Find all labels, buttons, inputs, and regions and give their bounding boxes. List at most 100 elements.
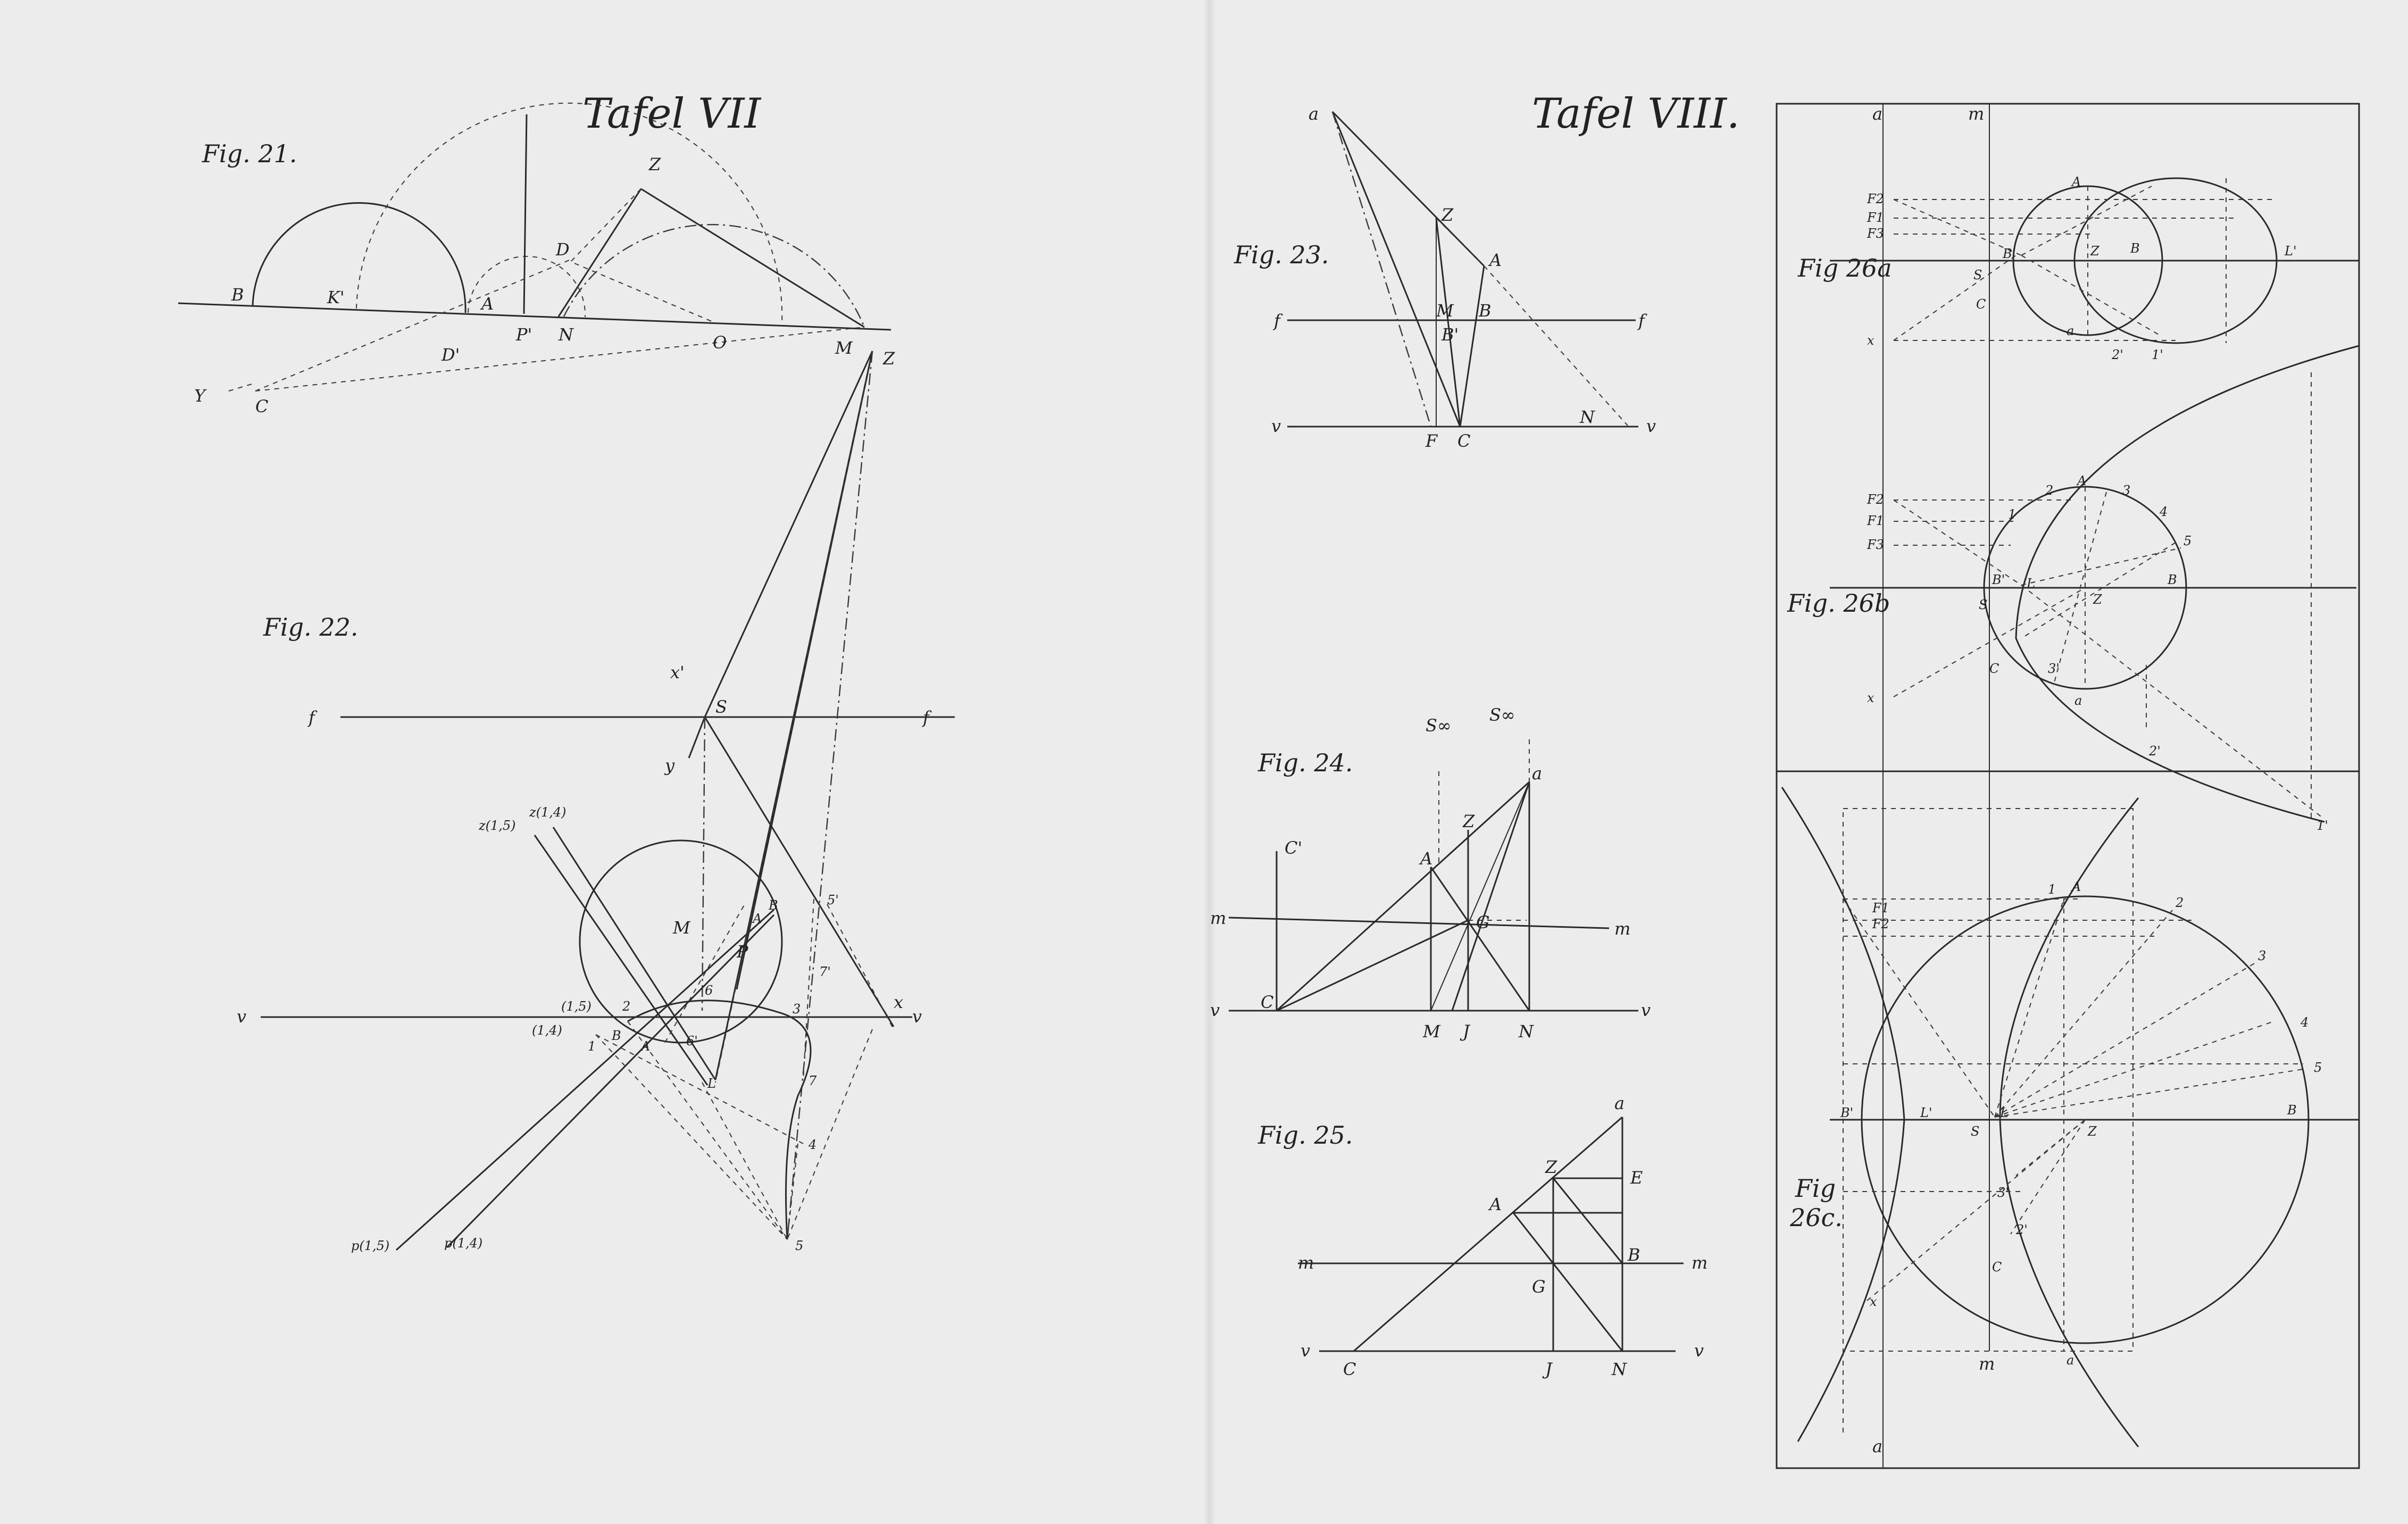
fig26b-pt-2: 2 — [2045, 483, 2053, 498]
fig26a-dash-6 — [1893, 199, 2022, 256]
fig26b-pt-F3: F3 — [1867, 537, 1884, 552]
fig21-pt-Z: Z — [648, 154, 661, 174]
figure-26a-label: Fig 26a — [1797, 254, 1892, 282]
fig24-line-CG — [1276, 919, 1469, 1012]
fig25-pt-m1: m — [1298, 1253, 1314, 1273]
fig24-line-Ca — [1276, 781, 1530, 1012]
fig26b-pt-4: 4 — [2159, 504, 2168, 519]
fig21-pt-D: D — [555, 239, 570, 260]
fig26a-pt-x: x — [1867, 333, 1874, 348]
fig26c-pt-S: S — [1971, 1124, 1979, 1139]
fig25-pt-A: A — [1488, 1194, 1502, 1214]
fig22-line-z14 — [552, 827, 716, 1080]
fig26-pt-a: a — [1872, 104, 1882, 124]
fig22-pt-A: A — [752, 911, 762, 926]
fig25-line-ZB — [1552, 1178, 1623, 1264]
fig21-line-ZM — [640, 188, 865, 328]
fig26b-pt-2p: 2' — [2148, 744, 2161, 759]
fig26c-pt-L: L — [1999, 1105, 2009, 1120]
fig26b-pt-A: A — [2076, 473, 2086, 488]
fig24-m-line — [1228, 917, 1610, 929]
fig22-curve — [627, 1000, 812, 1240]
fig22-dash-8 — [787, 1029, 873, 1240]
fig26b-pt-Bp: B' — [1992, 572, 2005, 587]
fig21-dash-3 — [255, 257, 575, 392]
fig23-pt-B: B — [1478, 301, 1492, 321]
fig21-pt-M: M — [835, 338, 853, 358]
fig22-pt-c6p: 6' — [686, 1034, 698, 1048]
fig23-pt-C: C — [1457, 431, 1470, 451]
fig26b-dash-6 — [2021, 547, 2181, 586]
fig26c-dash-rect — [1843, 808, 2134, 1352]
fig24-pt-Z: Z — [1462, 811, 1475, 831]
figure-21: Fig. 21. B K' A D D' P' N O M Z Z Y C — [178, 102, 895, 417]
fig26a-pt-Z: Z — [2090, 244, 2100, 259]
fig22-dash-7 — [827, 904, 894, 1030]
figure-26a: Fig 26a F2 F1 F3 x B' S C Z B L' A a — [1797, 174, 2359, 362]
fig21-pt-Kp: K' — [327, 287, 345, 307]
fig25-line-AN — [1512, 1212, 1623, 1352]
fig26b-pt-F1: F1 — [1867, 513, 1884, 528]
fig26c-dash-11 — [2010, 1119, 2086, 1235]
fig21-semicircle-large — [356, 102, 783, 324]
fig23-pt-v1: v — [1271, 416, 1281, 436]
fig26c-pt-5: 5 — [2314, 1060, 2322, 1075]
fig24-pt-a: a — [1532, 763, 1542, 784]
fig26c-hyperbola-left — [1781, 787, 1905, 1442]
fig21-base-line — [178, 302, 891, 331]
fig26b-pt-C: C — [1989, 661, 1999, 676]
fig26a-pt-alpha: a — [2067, 323, 2074, 338]
fig22-dash-5 — [787, 1143, 798, 1240]
fig24-line-aJ — [1451, 781, 1530, 1011]
fig23-pt-F: F — [1425, 431, 1438, 451]
fig23-pt-M: M — [1436, 301, 1454, 321]
figure-22: Fig. 22. x' S y f f v v x M P A — [237, 351, 955, 1253]
fig26b-pt-S: S — [1979, 597, 1987, 612]
fig21-pt-B: B — [231, 285, 244, 305]
fig23-pt-f1: f — [1273, 311, 1283, 331]
fig26b-pt-3: 3 — [2122, 483, 2130, 498]
fig26c-pt-F2: F2 — [1872, 917, 1889, 931]
fig26b-hyperbola — [2015, 345, 2360, 823]
fig23-pt-A: A — [1488, 250, 1502, 270]
fig24-pt-Sinf1: S∞ — [1426, 715, 1452, 736]
fig26-pt-m: m — [1968, 104, 1984, 124]
fig22-line-p14 — [446, 914, 775, 1248]
fig26c-pt-F1: F1 — [1872, 901, 1889, 915]
fig26b-dash-4 — [1893, 587, 2086, 697]
fig26a-pt-Lp: L' — [2284, 244, 2297, 259]
fig26a-pt-F2: F2 — [1867, 191, 1884, 206]
fig22-line-Sy — [688, 717, 706, 759]
fig22-pt-c5: 5 — [795, 1238, 803, 1253]
fig22-dash-3 — [595, 1034, 788, 1240]
fig21-semicircle-solid — [252, 202, 466, 313]
fig26a-pt-F1: F1 — [1867, 210, 1884, 225]
fig26b-dash-7 — [2021, 585, 2325, 820]
fig21-pt-C: C — [255, 396, 268, 417]
figure-23-label: Fig. 23. — [1234, 240, 1329, 269]
fig26c-dash-5 — [1843, 898, 1995, 1118]
fig22-pt-P: P — [736, 942, 748, 962]
fig26b-pt-B: B — [2167, 572, 2177, 587]
fig26c-pt-alpha: a — [2067, 1353, 2074, 1368]
fig23-pt-Z: Z — [1441, 205, 1454, 225]
fig26c-pt-x: x — [1870, 1294, 1877, 1309]
fig21-pt-Z2: Z — [882, 348, 895, 369]
fig26c-pt-C: C — [1992, 1260, 2002, 1275]
fig22-dash-9 — [595, 1034, 804, 1144]
fig26b-pt-3p: 3' — [2048, 661, 2060, 676]
fig22-dash-1 — [715, 351, 873, 1083]
fig22-line-p15 — [395, 909, 775, 1251]
fig25-pt-a: a — [1614, 1093, 1624, 1113]
fig22-pt-p14: p(1,4) — [444, 1236, 482, 1251]
fig22-pt-x: x — [894, 992, 903, 1012]
fig26b-pt-Z: Z — [2093, 592, 2103, 607]
fig22-pt-v2: v — [912, 1006, 922, 1027]
fig22-pt-x1: x' — [670, 662, 685, 682]
fig26b-pt-1p: 1' — [2317, 818, 2328, 833]
fig22-dash-4 — [702, 1082, 788, 1240]
fig21-pt-Pp: P' — [515, 324, 532, 345]
figure-24-label: Fig. 24. — [1257, 748, 1353, 777]
fig21-pt-A: A — [480, 294, 494, 314]
